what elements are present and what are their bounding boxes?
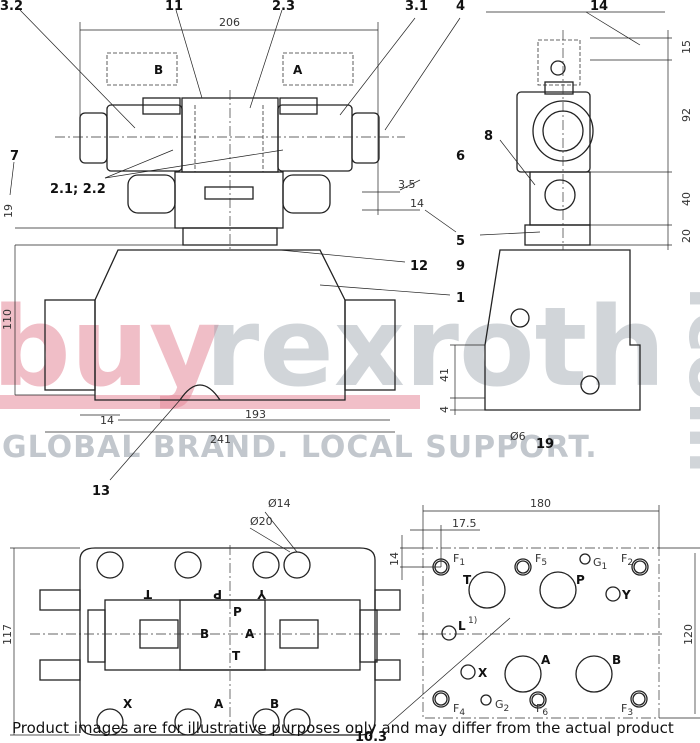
dim-117: 117 <box>1 624 14 645</box>
dim-phi6: Ø6 <box>510 430 526 443</box>
callout-2-3: 2.3 <box>272 0 295 14</box>
dim-19: 19 <box>2 204 15 218</box>
plate-port-y: Y <box>621 588 631 602</box>
dim-193: 193 <box>245 408 266 421</box>
watermark-rexroth: rexroth <box>205 283 666 411</box>
front-view: 206 B A 19 110 <box>0 0 465 499</box>
callout-19: 19 <box>536 437 554 452</box>
plate-port-l: L <box>458 619 466 633</box>
dim-14-side: 14 <box>410 197 424 210</box>
callout-9: 9 <box>456 259 465 274</box>
plate-g1: G1 <box>593 556 607 572</box>
dim-phi20: Ø20 <box>250 515 273 528</box>
top-port-t-mirror: T <box>143 587 152 601</box>
top-port-x: X <box>123 697 133 711</box>
top-port-y-mirror: Y <box>257 587 267 601</box>
dim-phi14: Ø14 <box>268 497 291 510</box>
plate-f6: F6 <box>536 702 548 718</box>
dim-206: 206 <box>219 16 240 29</box>
callout-14: 14 <box>590 0 608 14</box>
callout-4: 4 <box>456 0 465 14</box>
watermark-com: .com <box>673 285 700 474</box>
watermark-tagline: GLOBAL BRAND. LOCAL SUPPORT. <box>2 430 598 465</box>
plate-f1: F1 <box>453 552 465 568</box>
watermark-bar <box>0 395 420 409</box>
callout-2-1-2-2: 2.1; 2.2 <box>50 182 106 197</box>
callout-3-1: 3.1 <box>405 0 428 14</box>
top-port-b2: B <box>270 697 279 711</box>
top-port-a: A <box>245 627 255 641</box>
dim-241: 241 <box>210 433 231 446</box>
plate-port-t: T <box>463 573 472 587</box>
watermark: buy rexroth .com GLOBAL BRAND. LOCAL SUP… <box>0 283 700 474</box>
dim-14-bottom: 14 <box>100 414 114 427</box>
plate-f4: F4 <box>453 702 465 718</box>
callout-1: 1 <box>456 291 465 306</box>
dim-92: 92 <box>680 108 693 122</box>
callout-5: 5 <box>456 234 465 249</box>
callout-3-2: 3.2 <box>0 0 23 14</box>
callout-10-3: 10.3 <box>355 730 387 743</box>
dim-15: 15 <box>680 40 693 54</box>
dim-17-5: 17.5 <box>452 517 477 530</box>
top-port-a2: A <box>214 697 224 711</box>
callout-8: 8 <box>484 129 493 144</box>
top-port-b: B <box>200 627 209 641</box>
plate-g2: G2 <box>495 698 509 714</box>
plate-f5: F5 <box>535 552 547 568</box>
dim-180: 180 <box>530 497 551 510</box>
top-port-t: T <box>232 649 241 663</box>
dim-14-plate: 14 <box>388 552 401 566</box>
mounting-plate-view: 180 17.5 14 120 F1 F5 G1 F2 <box>387 497 700 726</box>
plate-port-b: B <box>612 653 621 667</box>
dim-41: 41 <box>438 368 451 382</box>
callout-6: 6 <box>456 149 465 164</box>
callout-12: 12 <box>410 259 428 274</box>
callout-13: 13 <box>92 484 110 499</box>
dim-40: 40 <box>680 192 693 206</box>
solenoid-b-label: B <box>154 63 163 77</box>
top-port-p: P <box>233 605 242 619</box>
dim-4: 4 <box>438 406 451 413</box>
plate-f3: F3 <box>621 702 633 718</box>
top-view: P B A T X A B T P Y 117 Ø14 Ø20 <box>1 497 401 736</box>
watermark-buy: buy <box>0 283 221 411</box>
plate-port-p: P <box>576 573 585 587</box>
dim-3-5: 3.5 <box>398 178 416 191</box>
plate-f2: F2 <box>621 552 633 568</box>
plate-port-a: A <box>541 653 551 667</box>
top-port-p-mirror: P <box>213 587 222 601</box>
disclaimer: Product images are for illustrative purp… <box>12 719 674 737</box>
plate-port-x: X <box>478 666 488 680</box>
callout-7: 7 <box>10 149 19 164</box>
callout-11: 11 <box>165 0 183 14</box>
solenoid-a-label: A <box>293 63 303 77</box>
dim-120: 120 <box>682 624 695 645</box>
side-view: 15 92 40 20 41 4 Ø6 14 8 9 19 <box>438 0 693 452</box>
dim-110: 110 <box>1 309 14 330</box>
plate-port-l-note: 1) <box>468 616 477 626</box>
dim-20: 20 <box>680 229 693 243</box>
